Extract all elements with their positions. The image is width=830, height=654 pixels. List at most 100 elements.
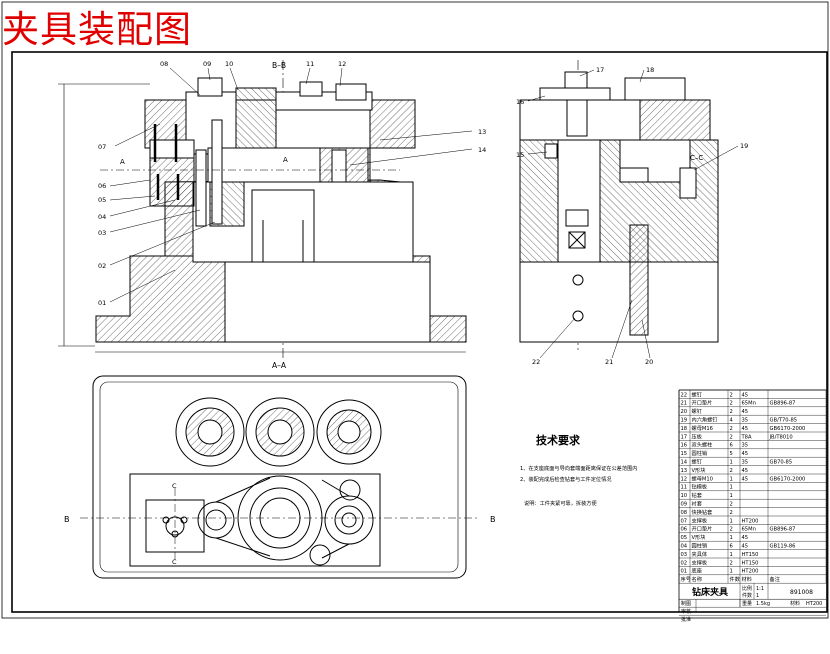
callout: 20 bbox=[645, 358, 653, 366]
bom-cell-no: 14 bbox=[681, 460, 688, 466]
bom-cell-qty: 1 bbox=[730, 535, 733, 541]
bom-cell-no: 11 bbox=[681, 485, 688, 491]
bom-cell-mat: 45 bbox=[742, 426, 749, 432]
bom-cell-mat: 45 bbox=[742, 476, 749, 482]
tech-note: 说明：工件夹紧可靠，拆装方便 bbox=[524, 499, 597, 507]
callout: 08 bbox=[160, 60, 168, 68]
bom-cell-mat: 65Mn bbox=[742, 401, 756, 407]
bom-cell-no: 19 bbox=[681, 418, 688, 424]
bom-cell-qty: 2 bbox=[730, 434, 733, 440]
callout: 07 bbox=[98, 143, 106, 151]
bom-cell-name: 螺钉 bbox=[692, 407, 702, 415]
bom-cell-no: 07 bbox=[681, 518, 688, 524]
bom-cell-no: 09 bbox=[681, 502, 688, 508]
bom-cell-qty: 2 bbox=[730, 401, 733, 407]
title-weight-label: 重量 bbox=[742, 600, 752, 607]
bom-cell-mat: 65Mn bbox=[742, 527, 756, 533]
callout: 16 bbox=[516, 98, 524, 106]
bom-header-no: 序号 bbox=[681, 575, 691, 583]
section-label-a-mid: A bbox=[283, 156, 288, 164]
bom-cell-qty: 2 bbox=[730, 510, 733, 516]
section-label-cc: C–C bbox=[690, 154, 703, 162]
bom-cell-no: 18 bbox=[681, 426, 688, 432]
bom-cell-no: 02 bbox=[681, 560, 688, 566]
bom-cell-mat: 35 bbox=[742, 443, 749, 449]
top-view bbox=[80, 375, 480, 579]
callout: 21 bbox=[605, 358, 613, 366]
bom-cell-name: 开口垫片 bbox=[692, 525, 713, 533]
bom-cell-std: GB70-85 bbox=[770, 460, 793, 466]
side-view-callouts: 17 18 16 15 19 22 21 20 bbox=[516, 66, 748, 366]
bom-cell-qty: 2 bbox=[730, 409, 733, 415]
callout: 19 bbox=[740, 142, 748, 150]
callout: 18 bbox=[646, 66, 654, 74]
bom-cell-mat: HT150 bbox=[742, 552, 759, 558]
callout: 11 bbox=[306, 60, 314, 68]
bom-cell-qty: 1 bbox=[730, 552, 733, 558]
bom-cell-no: 22 bbox=[681, 392, 688, 398]
bom-cell-qty: 4 bbox=[730, 418, 734, 424]
bom-cell-qty: 5 bbox=[730, 451, 733, 457]
bom-cell-qty: 6 bbox=[730, 544, 733, 550]
bom-cell-std: GB896-87 bbox=[770, 401, 796, 407]
bom-cell-qty: 1 bbox=[730, 460, 733, 466]
bom-cell-no: 03 bbox=[681, 552, 688, 558]
callout: 06 bbox=[98, 182, 106, 190]
bom-cell-name: V形块 bbox=[692, 466, 707, 474]
bom-header-qty: 件数 bbox=[730, 575, 741, 583]
bom-cell-name: 开口垫片 bbox=[692, 399, 713, 407]
bom-cell-no: 16 bbox=[681, 443, 688, 449]
section-label-b-left: B bbox=[64, 515, 70, 524]
bom-cell-no: 21 bbox=[681, 401, 688, 407]
bom-cell-name: 螺母M16 bbox=[692, 424, 713, 432]
bom-cell-name: 钻模板 bbox=[692, 483, 708, 491]
callout: 10 bbox=[225, 60, 233, 68]
bom-cell-no: 20 bbox=[681, 409, 688, 415]
bom-cell-mat: 35 bbox=[742, 460, 749, 466]
callout: 04 bbox=[98, 213, 106, 221]
callout: 02 bbox=[98, 262, 106, 270]
bom-cell-qty: 6 bbox=[730, 443, 733, 449]
bom-cell-mat: 45 bbox=[742, 451, 749, 457]
title-material: HT200 bbox=[806, 601, 822, 607]
bom-cell-mat: 45 bbox=[742, 392, 749, 398]
bom-cell-qty: 1 bbox=[730, 485, 733, 491]
front-view-callouts: 08 09 10 11 12 13 14 07 06 05 04 03 02 0… bbox=[98, 60, 486, 307]
bom-header-mat: 材料 bbox=[742, 575, 752, 583]
title-scale: 1:1 bbox=[756, 586, 764, 592]
bom-cell-std: GB6170-2000 bbox=[770, 476, 806, 482]
drawing-title: 夹具装配图 bbox=[2, 8, 192, 51]
title-checker: 审核 bbox=[681, 608, 691, 615]
title-approver: 批准 bbox=[681, 616, 691, 623]
callout: 17 bbox=[596, 66, 604, 74]
tech-line-2: 2、装配完成后检查钻套与工件定位情况 bbox=[520, 475, 612, 483]
bom-cell-no: 04 bbox=[681, 544, 688, 550]
bom-cell-qty: 1 bbox=[730, 476, 733, 482]
title-qty-label: 件数 bbox=[742, 592, 752, 599]
bom-cell-mat: 45 bbox=[742, 468, 749, 474]
title-name: 钻床夹具 bbox=[692, 586, 728, 598]
bom-cell-no: 05 bbox=[681, 535, 688, 541]
bom-cell-std: GB6170-2000 bbox=[770, 426, 806, 432]
bom-cell-no: 13 bbox=[681, 468, 688, 474]
bom-cell-no: 10 bbox=[681, 493, 688, 499]
bom-cell-qty: 2 bbox=[730, 392, 733, 398]
bom-cell-qty: 2 bbox=[730, 560, 733, 566]
callout: 03 bbox=[98, 229, 106, 237]
title-drawing-no: 891008 bbox=[790, 589, 813, 596]
front-view bbox=[58, 60, 467, 360]
callout: 15 bbox=[516, 151, 524, 159]
side-leaders bbox=[527, 69, 739, 359]
bom-cell-name: 支撑板 bbox=[692, 558, 708, 566]
section-label-aa: A–A bbox=[272, 361, 287, 370]
bom-cell-no: 15 bbox=[681, 451, 688, 457]
bom-cell-mat: 45 bbox=[742, 544, 749, 550]
bom-cell-qty: 2 bbox=[730, 426, 733, 432]
bom-cell-std: GB/T70-85 bbox=[770, 418, 798, 424]
callout: 12 bbox=[338, 60, 346, 68]
bom-cell-std: GB896-87 bbox=[770, 527, 796, 533]
bom-cell-mat: 45 bbox=[742, 535, 749, 541]
outer-border bbox=[1, 1, 829, 619]
title-qty: 1 bbox=[756, 593, 759, 599]
